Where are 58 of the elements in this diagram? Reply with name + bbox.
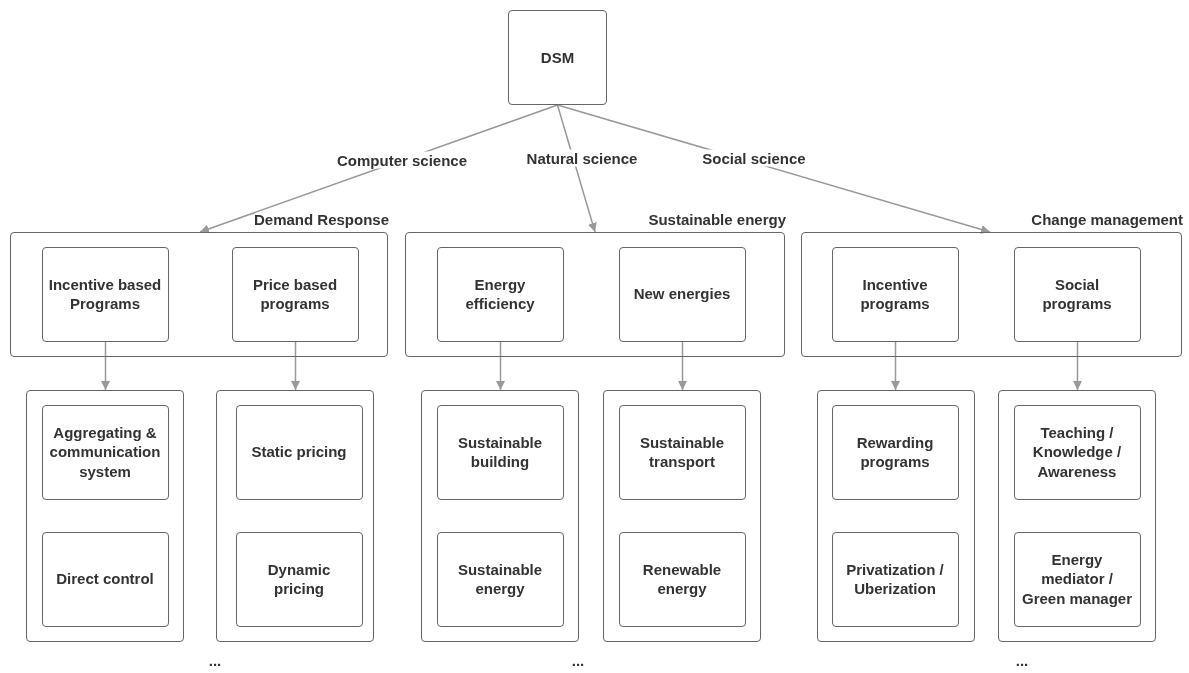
process-box [1013,531,1141,627]
process-box [831,246,959,342]
node-label: Incentive based Programs [47,274,163,314]
process-box [436,531,564,627]
process-box [41,404,169,500]
node-label: Sustainable energy [456,559,544,599]
process-box [1013,404,1141,500]
process-box [436,246,564,342]
node-label: Energy mediator / Green manager [1020,549,1133,609]
process-box [41,246,169,342]
node-label: Rewarding programs [855,432,935,472]
node-label: Privatization / Uberization [845,559,945,599]
node-label: Teaching / Knowledge / Awareness [1031,422,1123,482]
node-label: Energy efficiency [464,274,536,314]
node-label: Sustainable building [456,432,544,472]
arrow [891,341,900,391]
arrow [678,341,687,391]
process-box [618,531,746,627]
group-heading: Sustainable energy [648,211,786,228]
edge-label: Computer science [334,151,470,169]
node-label: Aggregating & communication system [48,422,162,482]
column-box [216,390,374,642]
node-label: Price based programs [251,274,339,314]
column-box [26,390,184,642]
process-box [436,404,564,500]
node-label: DSM [539,47,576,68]
arrow [496,341,505,391]
column-box [603,390,761,642]
process-box [231,246,359,342]
arrow [1073,341,1082,391]
process-box [508,10,607,105]
process-box [41,531,169,627]
process-box [618,404,746,500]
ellipsis-note: ... [208,652,222,669]
node-label: Renewable energy [641,559,723,599]
node-label: Direct control [55,569,155,589]
edge-label: Social science [699,149,809,167]
process-box [235,531,363,627]
column-box [998,390,1156,642]
arrow [291,341,300,391]
ellipsis-note: ... [1015,652,1029,669]
arrow [101,341,110,391]
process-box [235,404,363,500]
process-box [831,531,959,627]
group-heading: Change management [1031,211,1183,228]
node-label: New energies [632,284,732,304]
process-box [831,404,959,500]
node-label: Static pricing [250,442,348,462]
ellipsis-note: ... [571,652,585,669]
process-box [1013,246,1141,342]
column-box [817,390,975,642]
node-label: Dynamic pricing [266,559,332,599]
node-label: Sustainable transport [638,432,726,472]
group-heading: Demand Response [253,211,389,228]
process-box [618,246,746,342]
node-label: Incentive programs [859,274,931,314]
node-label: Social programs [1041,274,1113,314]
column-box [421,390,579,642]
